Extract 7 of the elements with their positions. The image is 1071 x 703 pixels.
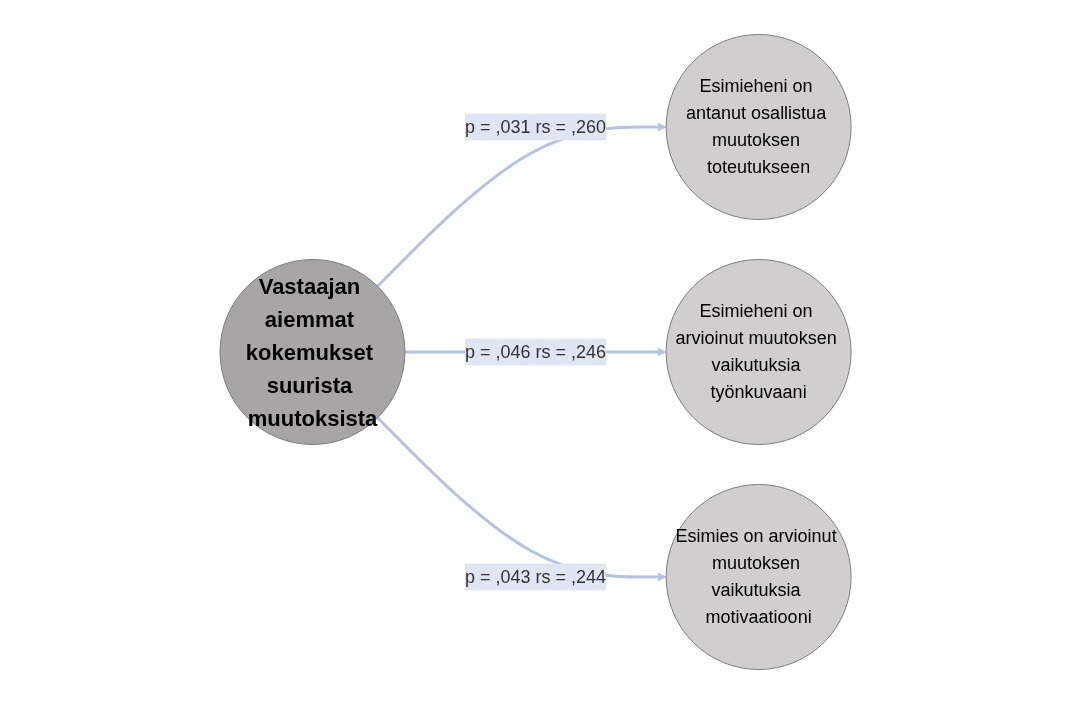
node-circle: Vastaajan aiemmat kokemukset suurista muutoksista bbox=[219, 258, 406, 445]
edge-label: p = ,031 rs = ,260 bbox=[464, 116, 607, 136]
node-circle: Esimieheni on arvioinut muutoksen vaikutuksia työnkuvaani bbox=[665, 258, 852, 445]
edge-label: p = ,046 rs = ,246 bbox=[464, 341, 607, 361]
node-circle: Esimies on arvioinut muutoksen vaikutuksia motivaatiooni bbox=[665, 483, 852, 670]
edge-label: p = ,043 rs = ,244 bbox=[464, 566, 607, 586]
node-circle: Esimieheni on antanut osallistua muutoksen toteutukseen bbox=[665, 33, 852, 220]
